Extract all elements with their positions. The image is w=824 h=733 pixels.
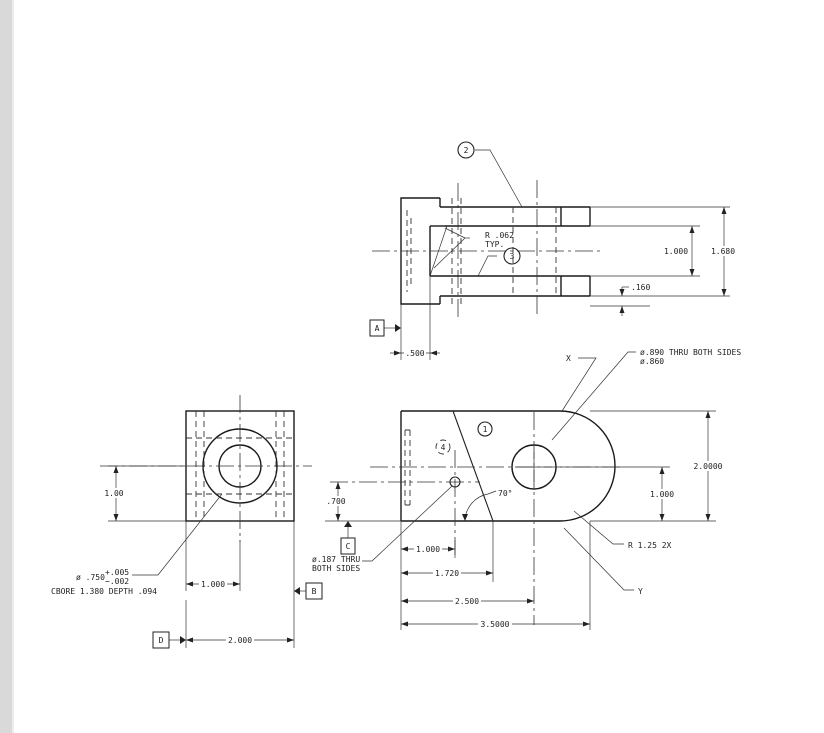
- datum-c-box: [340, 537, 356, 555]
- hole-note-line1: ø.890 THRU BOTH SIDES: [640, 348, 741, 357]
- dim-2500: 2.500: [455, 597, 479, 606]
- scan-edge-shadow: [12, 0, 14, 733]
- datum-a-label: A: [375, 324, 380, 333]
- datum-b-box: [305, 582, 323, 600]
- dim-1000-right: 1.000: [650, 490, 674, 499]
- dim-500: .500: [405, 349, 424, 358]
- cbore-dia-label: ø .750: [76, 573, 105, 582]
- dim-700: .700: [326, 497, 345, 506]
- dim-1000-top: 1.000: [664, 247, 688, 256]
- datum-a-box: [369, 319, 385, 337]
- x-label: X: [566, 354, 571, 363]
- balloon-4: [435, 439, 451, 455]
- top-view: [372, 149, 730, 360]
- balloon-3-text: 3: [510, 252, 515, 261]
- datum-c-label: C: [346, 542, 351, 551]
- typ-label: TYP.: [485, 240, 504, 249]
- dim-160: .160: [631, 283, 650, 292]
- dim-2000-vertical: 2.0000: [694, 462, 723, 471]
- angle-label: 70°: [498, 489, 512, 498]
- dim-1000-left: 1.000: [201, 580, 225, 589]
- dim-3500: 3.5000: [481, 620, 510, 629]
- side-view: [100, 395, 312, 648]
- hole-note-line2: ø.860: [640, 357, 664, 366]
- cbore-note: CBORE 1.380 DEPTH .094: [51, 587, 157, 596]
- r125-label: R 1.25 2X: [628, 541, 672, 550]
- datum-b-label: B: [312, 587, 317, 596]
- dim-2000-horizontal: 2.000: [228, 636, 252, 645]
- pin-note-line2: BOTH SIDES: [312, 564, 360, 573]
- balloon-3: [503, 247, 521, 265]
- y-label: Y: [638, 587, 643, 596]
- balloon-4-text: 4: [441, 443, 446, 452]
- datum-d-label: D: [159, 636, 164, 645]
- dim-1000-horizontal: 1.000: [416, 545, 440, 554]
- dim-1680: 1.680: [711, 247, 735, 256]
- cbore-tol-minus: −.002: [105, 577, 129, 586]
- dim-1720: 1.720: [435, 569, 459, 578]
- balloon-2-text: 2: [464, 146, 469, 155]
- datum-d-box: [152, 631, 170, 649]
- balloon-1: [477, 421, 493, 437]
- pin-note-line1: ø.187 THRU: [312, 555, 360, 564]
- balloon-2: [457, 141, 475, 159]
- cbore-tol-plus: +.005: [105, 568, 129, 577]
- r062-label: R .062: [485, 231, 514, 240]
- balloon-1-text: 1: [483, 425, 488, 434]
- scan-edge: [0, 0, 12, 733]
- dim-100: 1.00: [104, 489, 123, 498]
